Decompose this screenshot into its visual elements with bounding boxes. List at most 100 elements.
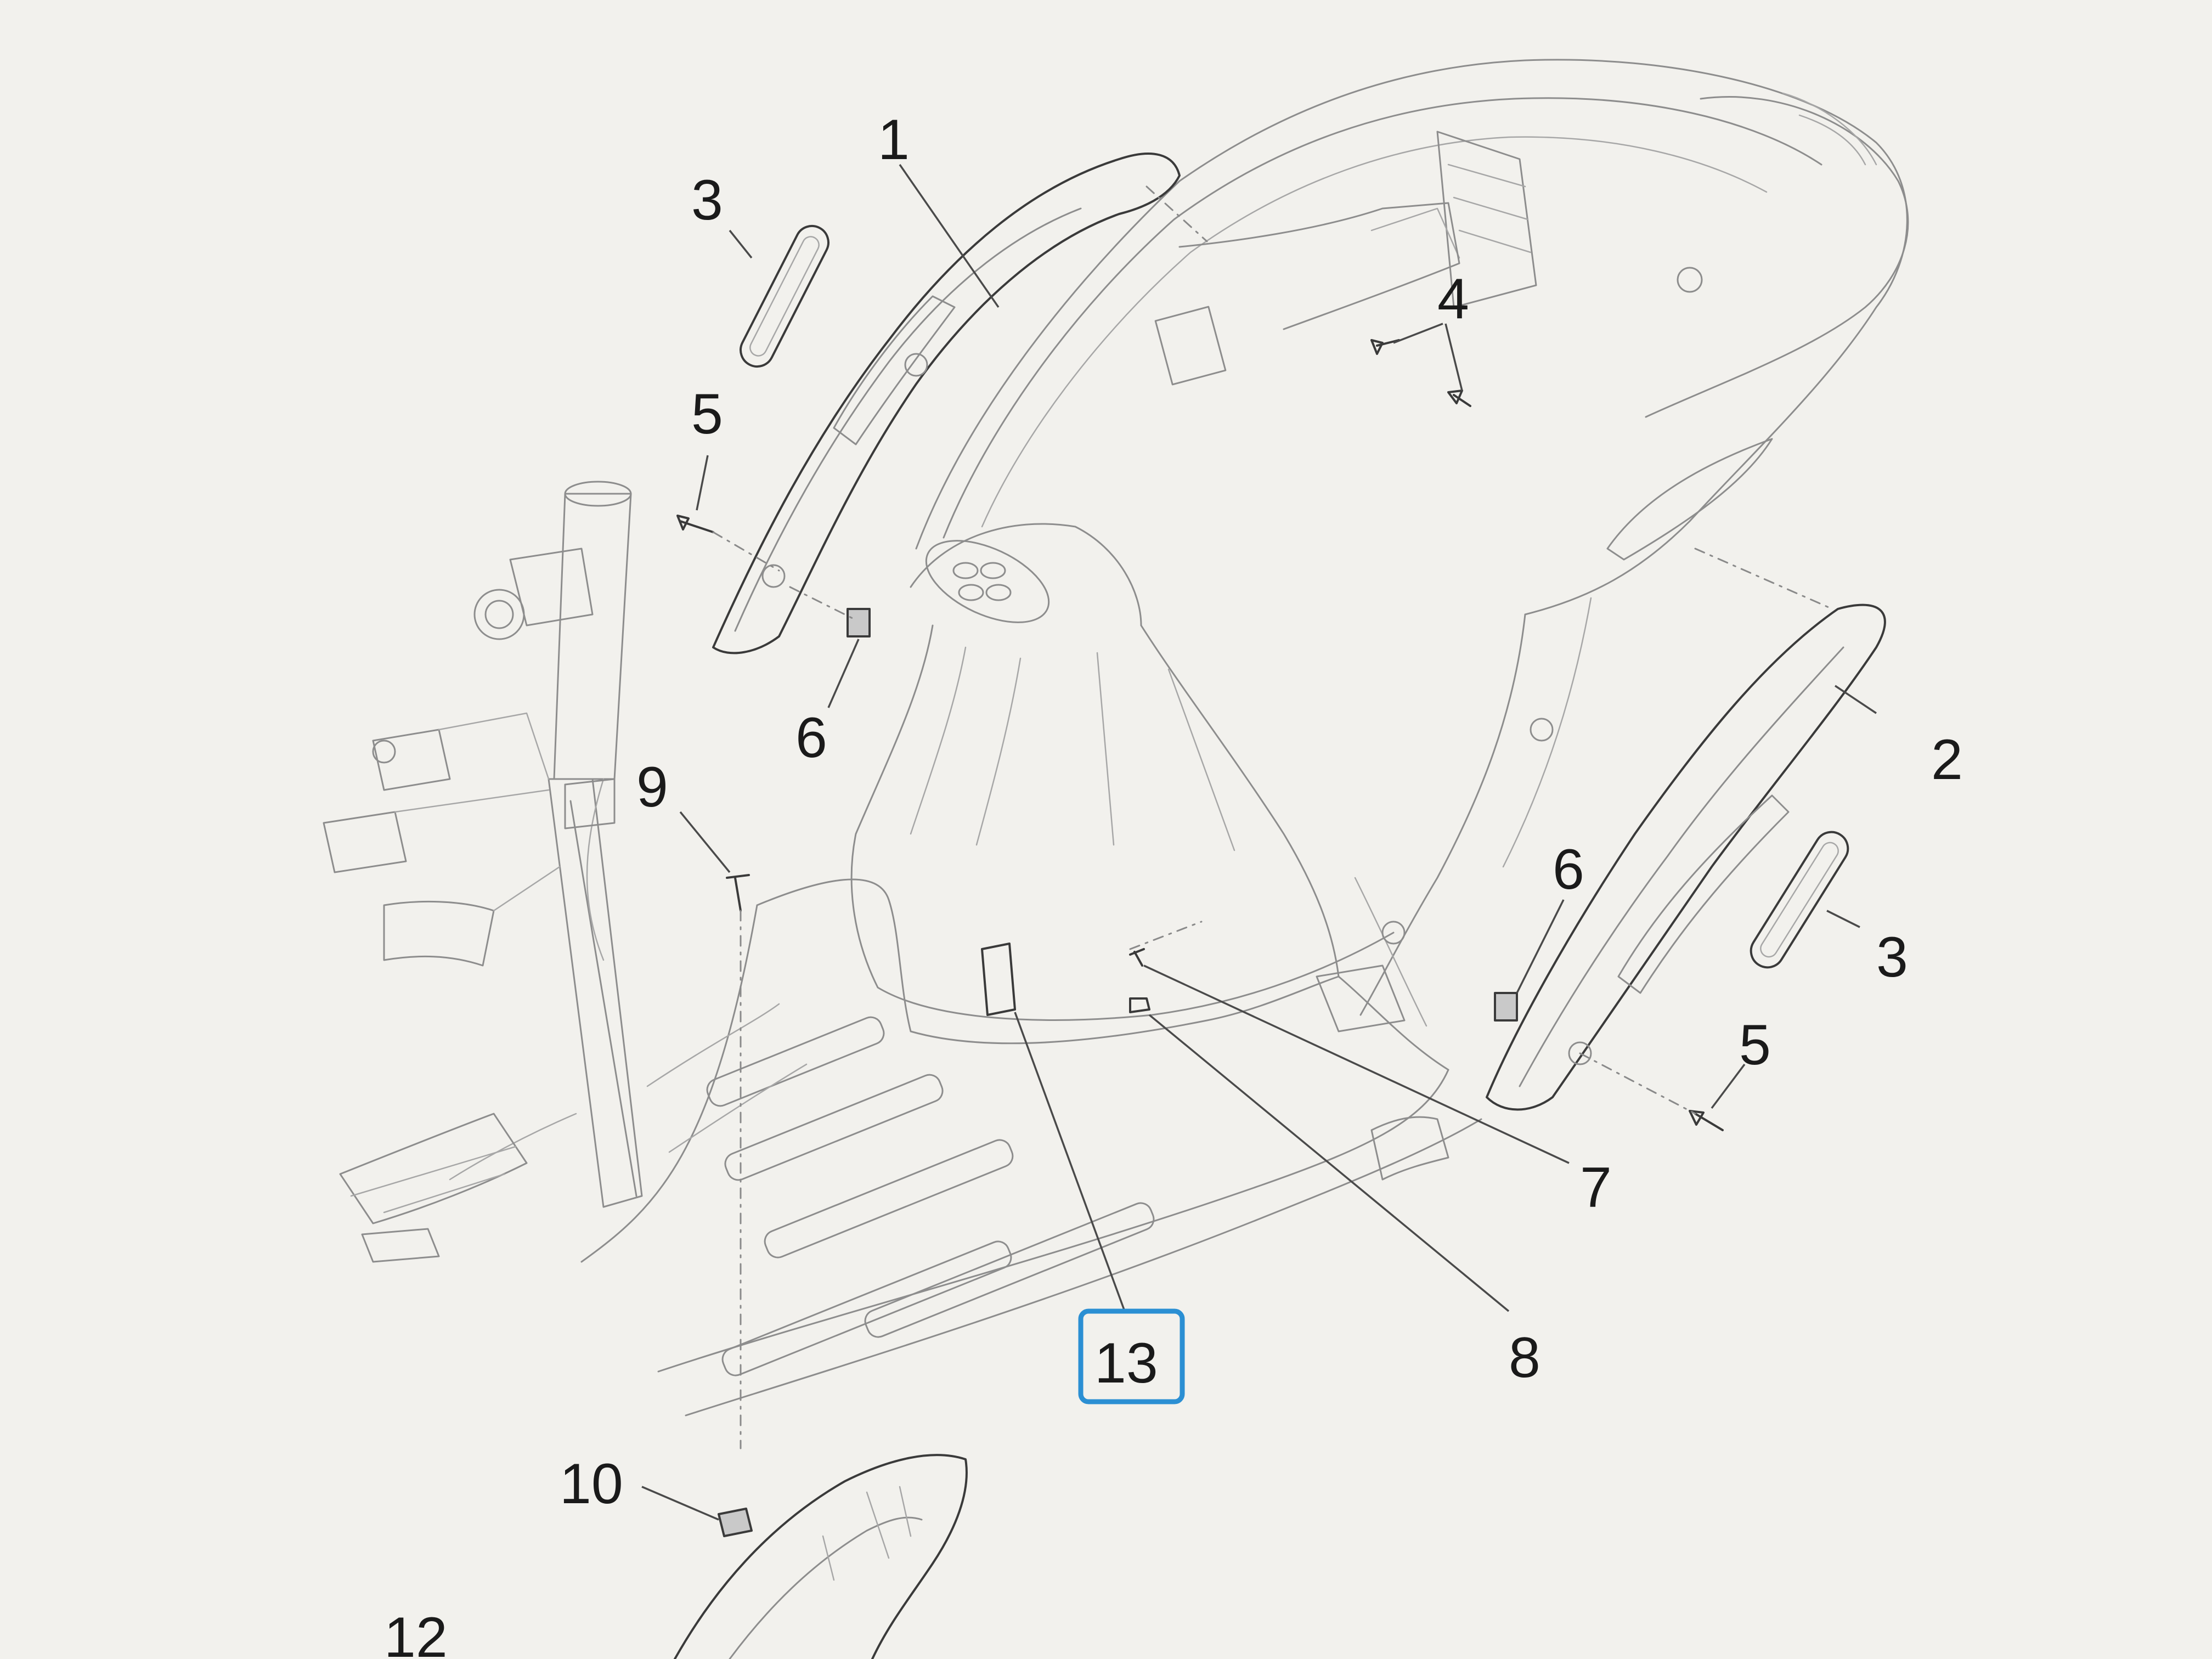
trim-left [740,224,830,368]
front-rail-detail [350,1146,517,1214]
callout-10: 10 [560,1452,623,1516]
leader-1 [899,164,1000,308]
storage-lid [925,540,1050,623]
side-body-line-2 [1354,597,1592,1027]
callout-6-right: 6 [1553,838,1584,901]
clip-10 [718,1508,753,1537]
leader-6a [827,639,860,708]
callout-8: 8 [1509,1326,1541,1390]
callout-5-left: 5 [691,382,723,446]
floor-strip-5 [721,1240,1012,1376]
leader-3a [729,229,753,259]
screw-5a [676,515,714,533]
trim-right [1750,831,1849,969]
lid-hole-1 [952,562,979,579]
front-struts [394,712,605,961]
dash-7 [1129,921,1203,950]
callout-13: 13 [1094,1331,1158,1395]
leader-13 [1014,1012,1126,1312]
callout-13-highlight-box [1078,1308,1185,1404]
handrail-left-inner [734,207,1082,632]
front-bracket [509,548,594,627]
leader-9 [679,811,731,873]
handrail-left-bolt-2 [761,564,786,588]
handrail-left [712,153,1181,654]
lid-hole-2 [980,562,1006,579]
leg-shield-inner [910,646,1235,851]
callout-2: 2 [1931,728,1963,792]
screw-5b [1689,1110,1724,1131]
leader-5b [1711,1063,1746,1109]
seat-tub-frame [1436,131,1537,308]
side-panel [1316,964,1406,1032]
steering-boss-inner [484,600,514,629]
trim-left-inner [749,236,820,357]
floor-outline [756,878,1449,1071]
front-down-tube [548,778,643,1208]
rear-body-inner [943,97,1822,539]
leader-3b [1826,910,1860,928]
leader-10 [641,1486,719,1521]
handrail-right [1486,603,1886,1111]
leader-6b [1516,899,1565,994]
screw-9 [726,874,750,912]
floor-strip-1 [706,1016,885,1107]
leader-7 [1143,964,1570,1164]
front-rail [339,1113,528,1224]
front-mount-2 [323,811,407,873]
leg-shield-back [1140,624,1340,978]
front-mount-1 [372,729,451,791]
steering-boss [473,589,525,640]
leader-5a [696,455,709,511]
floor-lower [685,1118,1482,1417]
handrail-right-bolt [1568,1041,1592,1065]
floor-strip-3 [764,1139,1014,1259]
tail-detail [1782,92,1877,166]
rear-body-outer [915,59,1908,616]
side-bolt-1 [1530,718,1554,742]
callout-1: 1 [878,108,910,172]
callout-labels: 1 2 3 3 4 5 5 6 6 7 8 9 10 12 13 [384,108,1963,1659]
callout-7: 7 [1580,1156,1612,1220]
trim-right-inner [1760,842,1839,958]
dash-4 [1579,1052,1696,1115]
front-down-tube-2 [569,800,637,1197]
floor-edge [580,904,1449,1373]
tail-fin [1606,438,1773,561]
frame-line-art [323,59,1909,1659]
clip-6b [1494,992,1518,1022]
front-mount-hole [372,740,396,764]
seat-tub-ribs [1370,163,1532,259]
floor-rails [449,1003,808,1181]
lower-cover-detail [822,1486,912,1581]
callout-3-left: 3 [691,168,723,232]
side-body-line [1359,613,1526,1016]
floor-right [1370,1116,1449,1181]
lid-hole-3 [958,584,984,601]
dash-6 [712,531,780,572]
tail-bolt [1677,267,1703,293]
callout-9: 9 [636,755,668,819]
callout-5-right: 5 [1739,1013,1771,1077]
rear-body-rim [981,136,1768,528]
dash-3 [1694,548,1833,610]
front-clamp [564,778,616,830]
handrail-right-inner [1519,646,1844,1087]
clip-6a [847,608,871,637]
screw-4b [1447,390,1471,407]
leg-shield-body [850,624,1395,1021]
side-bolt-2 [1381,921,1406,945]
leader-4b [1444,323,1463,391]
dash-1 [1146,185,1208,242]
lower-front-cover [674,1454,968,1659]
callout-12: 12 [384,1606,448,1659]
screw-4a [1370,339,1400,355]
callout-3-right: 3 [1876,926,1908,989]
seat-tub-wall [1178,202,1460,330]
leader-2 [1835,685,1877,714]
leader-4a [1393,323,1443,344]
steering-tube [553,493,632,780]
lower-front-cover-inner [729,1516,923,1659]
